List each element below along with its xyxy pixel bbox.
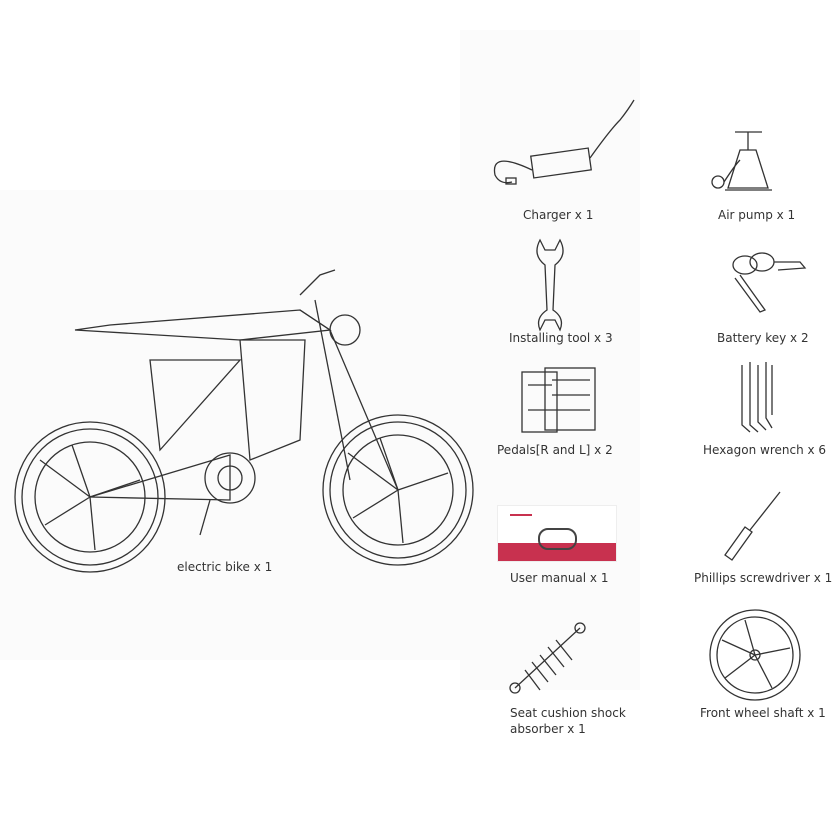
item-label-pedals: Pedals[R and L] x 2 (497, 443, 613, 457)
item-label-battery-key: Battery key x 2 (717, 331, 809, 345)
item-label-electric-bike: electric bike x 1 (177, 560, 273, 574)
user-manual-icon (497, 505, 617, 562)
item-label-air-pump: Air pump x 1 (718, 208, 796, 222)
item-label-user-manual: User manual x 1 (510, 571, 609, 585)
item-label-installing-tool: Installing tool x 3 (509, 331, 613, 345)
bike-panel (0, 190, 470, 660)
item-label-front-wheel-shaft: Front wheel shaft x 1 (700, 706, 826, 720)
item-label-shock-absorber-line2: absorber x 1 (510, 722, 586, 736)
item-label-shock-absorber-line1: Seat cushion shock (510, 706, 626, 720)
accessories-panel (460, 30, 640, 690)
item-label-hexagon-wrench: Hexagon wrench x 6 (703, 443, 827, 457)
item-label-phillips-screwdriver: Phillips screwdriver x 1 (694, 571, 832, 585)
item-label-charger: Charger x 1 (523, 208, 594, 222)
